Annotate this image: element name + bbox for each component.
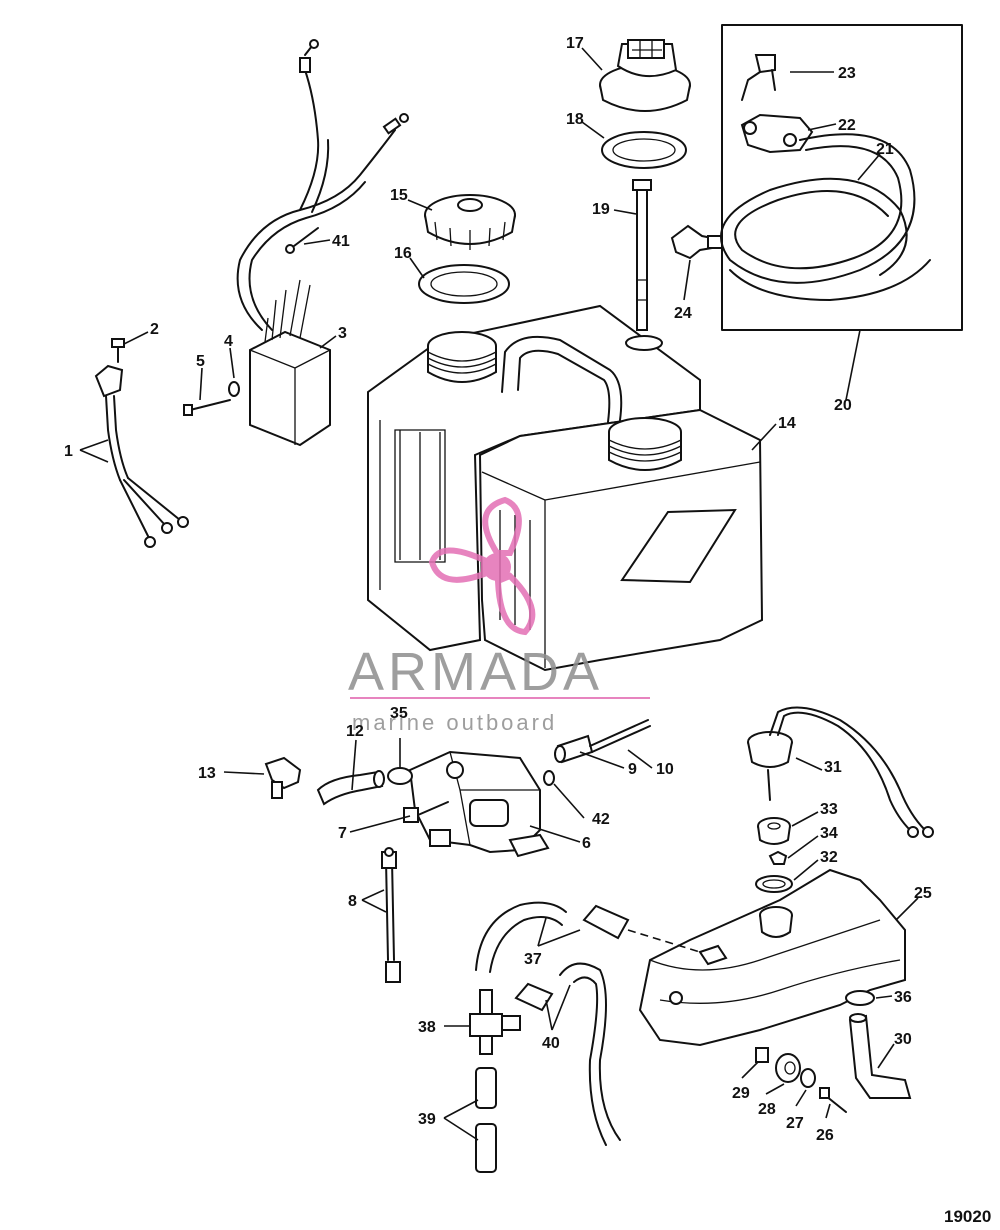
shaft-10 [589,719,651,753]
callout-12: 12 [346,723,364,740]
callout-17: 17 [566,35,584,52]
sender-switch-1 [94,364,189,548]
callout-6: 6 [582,835,591,852]
callout-5: 5 [196,353,205,370]
oil-reservoir-25 [638,868,906,1047]
o-ring-42 [543,770,555,786]
callout-labels: 1 2 3 4 5 6 7 8 9 10 12 13 14 15 16 17 1… [64,35,932,1144]
callout-28: 28 [758,1101,776,1118]
hose-39 [475,1067,497,1173]
oil-tank-pair [367,304,764,672]
callout-38: 38 [418,1019,436,1036]
clamp-35 [387,767,413,785]
screw-5 [183,399,231,416]
spacer-29 [755,1047,769,1063]
cap-gasket-18 [601,131,687,169]
callout-24: 24 [674,305,692,322]
callout-4: 4 [224,333,233,350]
callout-33: 33 [820,801,838,818]
sleeve-9 [554,734,594,764]
oil-warning-module-3 [236,39,409,447]
callout-26: 26 [816,1127,834,1144]
callout-25: 25 [914,885,932,902]
callout-29: 29 [732,1085,750,1102]
cap-with-sensor-31 [747,706,934,838]
callout-3: 3 [338,325,347,342]
callout-8: 8 [348,893,357,910]
clamp-36 [845,990,875,1006]
callout-2: 2 [150,321,159,338]
callout-27: 27 [786,1115,804,1132]
callout-32: 32 [820,849,838,866]
watermark-tagline: marine outboard [352,710,557,735]
callout-18: 18 [566,111,584,128]
vent-line-8 [381,847,401,983]
tee-fitting-38 [469,989,521,1055]
hose-30 [848,1013,912,1099]
callout-23: 23 [838,65,856,82]
leader-lines [79,47,919,1141]
washer-4 [228,381,240,397]
grommet-33 [757,817,791,845]
screw-26 [819,1087,847,1113]
cap-gasket-16 [418,264,510,304]
screw-2 [111,338,125,363]
hose-37 [475,901,701,973]
screw-41 [285,227,319,254]
callout-35: 35 [390,705,408,722]
elbow-fitting-13 [264,756,302,799]
callout-19: 19 [592,201,610,218]
callout-15: 15 [390,187,408,204]
hose-40 [514,962,621,1146]
callout-30: 30 [894,1031,912,1048]
hose-fitting-24 [670,224,723,260]
callout-39: 39 [418,1111,436,1128]
figure-number: 19020 [944,1207,991,1226]
grommet-28 [775,1053,801,1083]
callout-22: 22 [838,117,856,134]
callout-21: 21 [876,141,894,158]
callout-9: 9 [628,761,637,778]
washer-27 [800,1068,816,1088]
callout-14: 14 [778,415,796,432]
callout-13: 13 [198,765,216,782]
callout-1: 1 [64,443,73,460]
callout-42: 42 [592,811,610,828]
callout-10: 10 [656,761,674,778]
callout-40: 40 [542,1035,560,1052]
callout-16: 16 [394,245,412,262]
watermark-brand: ARMADA [348,642,603,702]
callout-34: 34 [820,825,838,842]
oil-pump-6 [408,750,550,858]
callout-7: 7 [338,825,347,842]
o-ring-32 [755,875,793,893]
callout-37: 37 [524,951,542,968]
callout-36: 36 [894,989,912,1006]
propeller-logo-icon [428,496,536,636]
hose-12 [316,770,385,806]
pickup-cap-17 [599,39,691,112]
callout-20: 20 [834,397,852,414]
remote-hose-kit-20 [720,24,963,331]
callout-41: 41 [332,233,350,250]
callout-31: 31 [824,759,842,776]
tank-cap-15 [424,194,516,250]
armada-watermark: ARMADA marine outboard [348,496,650,735]
pump-screw-7 [403,801,449,823]
retainer-34 [768,850,788,865]
pickup-tube-19 [625,179,663,351]
